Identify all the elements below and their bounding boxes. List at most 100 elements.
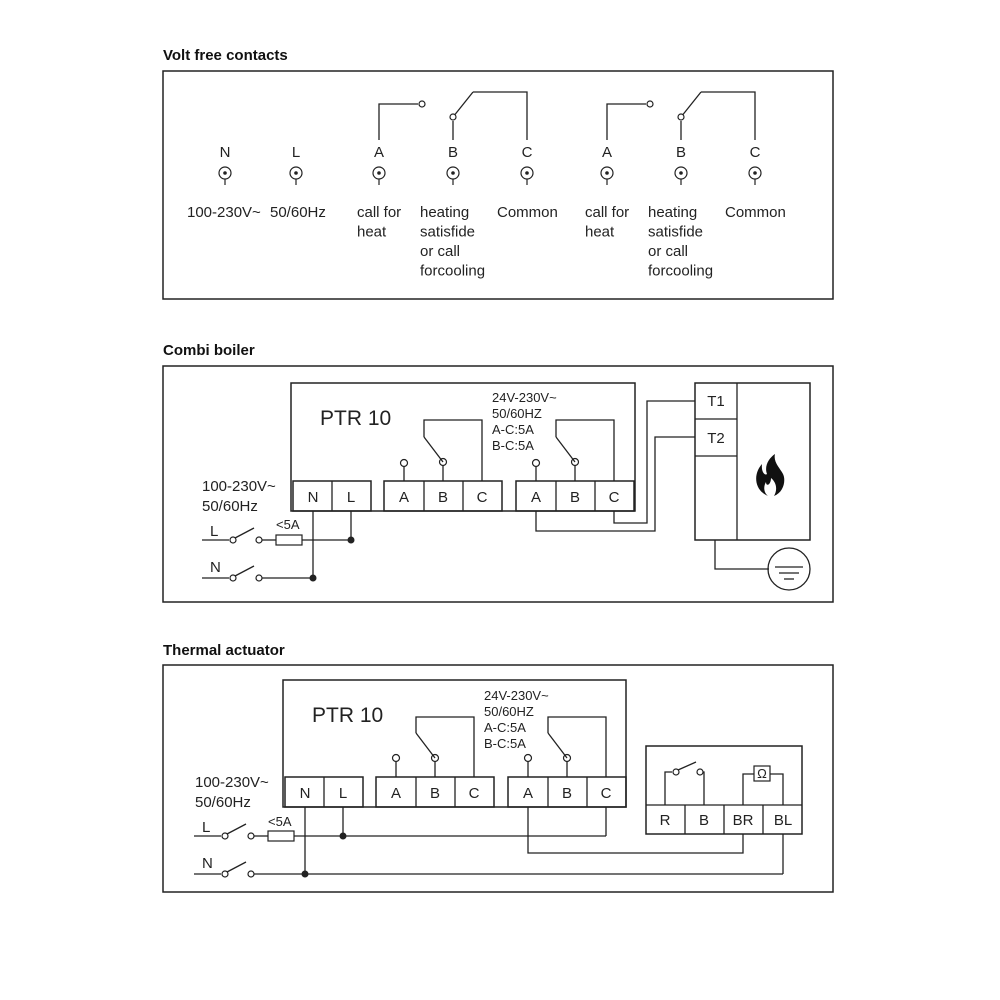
relay-contact-symbol [531, 419, 615, 481]
terminal-description: satisfide [648, 224, 703, 241]
terminal-letter: A [374, 144, 384, 161]
section-title-volt-free: Volt free contacts [163, 47, 288, 64]
terminal-label: B [562, 785, 572, 802]
terminal-label: A [399, 489, 409, 506]
terminal-description: forcooling [648, 263, 713, 280]
terminal-description: heat [585, 224, 615, 241]
supply-voltage: 100-230V~ [195, 774, 269, 791]
heater-resistor-symbol: Ω [742, 765, 784, 805]
boiler-unit [694, 382, 811, 541]
rating-line: 24V-230V~ [484, 688, 549, 703]
terminal-label: C [469, 785, 480, 802]
relay-contact-symbol [399, 419, 483, 481]
section-title-thermal-actuator: Thermal actuator [163, 642, 285, 659]
terminal-letter: B [676, 144, 686, 161]
switch-label-l: L [202, 819, 210, 836]
thermal-actuator-panel [162, 664, 834, 893]
terminal-description: heat [357, 224, 387, 241]
fuse [275, 534, 303, 546]
terminal-description: call for [357, 204, 401, 221]
terminal-c: C Common [725, 144, 786, 221]
terminal-description: call for [585, 204, 629, 221]
terminal-l: L 50/60Hz [270, 144, 326, 221]
terminal-label: B [438, 489, 448, 506]
actuator-terminal-label: B [699, 812, 709, 829]
terminal-label: L [339, 785, 347, 802]
terminal-description: Common [497, 204, 558, 221]
terminal-label: A [391, 785, 401, 802]
actuator-terminal-label: BR [733, 812, 754, 829]
terminal-description: heating [648, 204, 697, 221]
ground-icon [767, 547, 811, 591]
terminal-connector-icon [600, 166, 614, 186]
switch-label-n: N [210, 559, 221, 576]
terminal-connector-icon [289, 166, 303, 186]
switch-label-l: L [210, 523, 218, 540]
boiler-terminal-label: T1 [707, 393, 725, 410]
terminal-label: B [430, 785, 440, 802]
terminal-letter: B [448, 144, 458, 161]
relay-contact-symbol [391, 716, 475, 777]
supply-wiring [194, 807, 784, 878]
volt-free-panel [162, 70, 834, 300]
terminal-description: forcooling [420, 263, 485, 280]
terminal-n: N 100-230V~ [187, 144, 261, 221]
supply-frequency: 50/60Hz [195, 794, 251, 811]
supply-voltage: 100-230V~ [202, 478, 276, 495]
rating-line: A-C:5A [492, 422, 534, 437]
terminal-connector-icon [218, 166, 232, 186]
rating-line: 50/60HZ [484, 704, 534, 719]
rating-line: 24V-230V~ [492, 390, 557, 405]
terminal-description: Common [725, 204, 786, 221]
terminal-c: C Common [497, 144, 558, 221]
terminal-connector-icon [446, 166, 460, 186]
boiler-wiring [535, 400, 769, 570]
controller-name: PTR 10 [312, 704, 383, 727]
terminal-letter: C [750, 144, 761, 161]
terminal-label: C [609, 489, 620, 506]
terminal-label: C [477, 489, 488, 506]
fuse [267, 830, 295, 842]
terminal-label: L [347, 489, 355, 506]
terminal-description: 50/60Hz [270, 204, 326, 221]
terminal-letter: L [292, 144, 300, 161]
terminal-label: A [523, 785, 533, 802]
terminal-description: 100-230V~ [187, 204, 261, 221]
terminal-letter: N [220, 144, 231, 161]
terminal-description: satisfide [420, 224, 475, 241]
rating-line: A-C:5A [484, 720, 526, 735]
fuse-label: <5A [268, 814, 292, 829]
flame-icon [756, 454, 785, 496]
boiler-terminal-label: T2 [707, 430, 725, 447]
actuator-switch-symbol [664, 761, 705, 805]
terminal-description: heating [420, 204, 469, 221]
terminal-label: N [300, 785, 311, 802]
rating-line: 50/60HZ [492, 406, 542, 421]
ohm-symbol: Ω [757, 766, 767, 781]
terminal-letter: A [602, 144, 612, 161]
switch-label-n: N [202, 855, 213, 872]
terminal-label: A [531, 489, 541, 506]
terminal-description: or call [420, 243, 460, 260]
relay-contact-symbol [378, 91, 528, 140]
section-title-combi-boiler: Combi boiler [163, 342, 255, 359]
terminal-connector-icon [520, 166, 534, 186]
terminal-label: B [570, 489, 580, 506]
actuator-terminal-label: R [660, 812, 671, 829]
terminal-connector-icon [674, 166, 688, 186]
supply-wiring [202, 511, 355, 582]
actuator-terminal-label: BL [774, 812, 792, 829]
terminal-label: N [308, 489, 319, 506]
combi-boiler-panel [162, 365, 834, 603]
terminal-connector-icon [748, 166, 762, 186]
terminal-connector-icon [372, 166, 386, 186]
terminal-letter: C [522, 144, 533, 161]
controller-name: PTR 10 [320, 407, 391, 430]
rating-line: B-C:5A [492, 438, 534, 453]
relay-contact-symbol [523, 716, 607, 777]
relay-contact-symbol [606, 91, 756, 140]
